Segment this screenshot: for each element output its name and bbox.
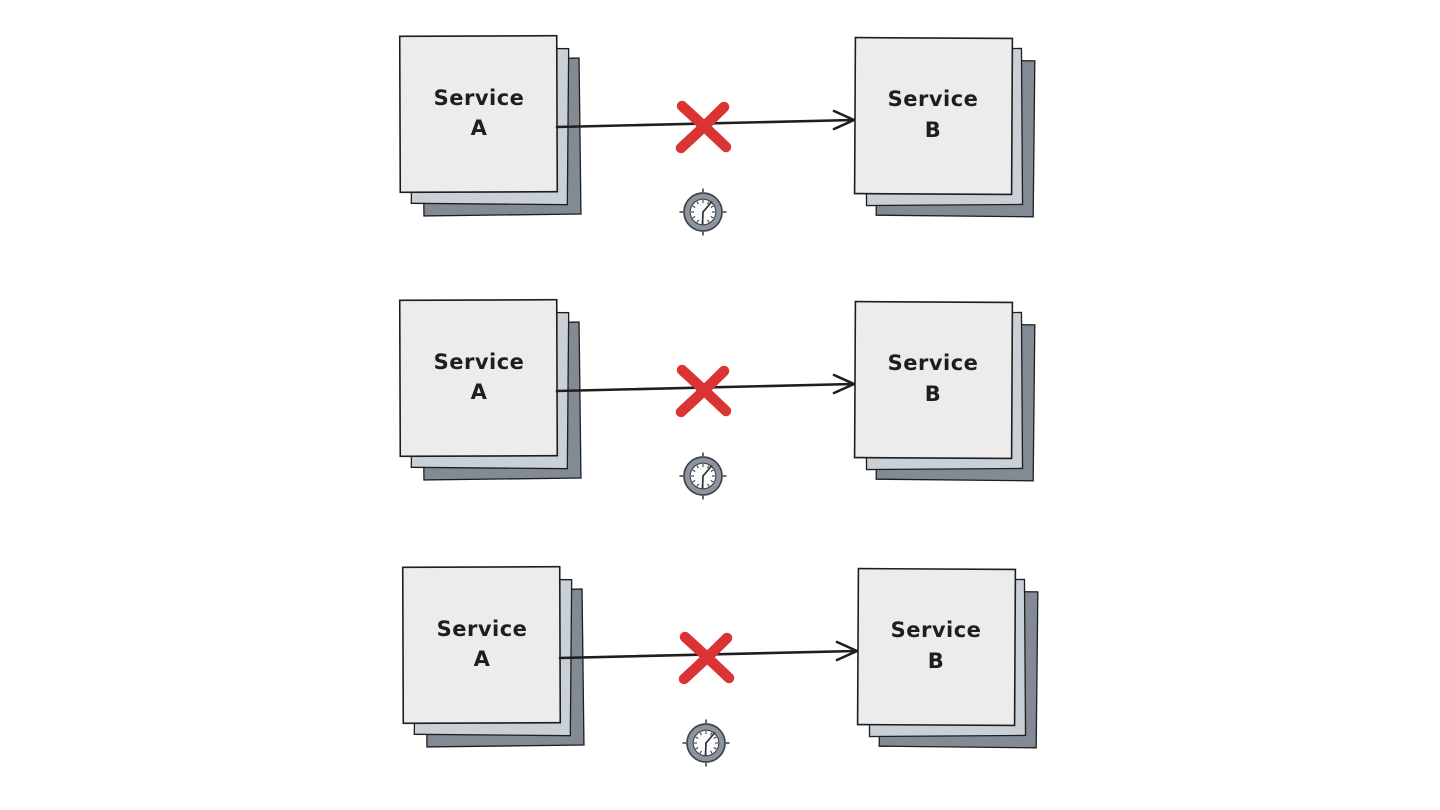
service-a-label-line1: Service [434, 86, 525, 110]
service-b-box: Service B [853, 300, 1036, 482]
service-a-box: Service A [398, 34, 582, 217]
clock-hand-minute [705, 732, 716, 744]
paper-front [398, 34, 559, 194]
service-a-label-line2: A [471, 116, 488, 140]
arrow-head [832, 109, 856, 131]
paper-front [401, 565, 562, 725]
service-a-label-line2: A [474, 647, 491, 671]
clock-hand-minute [702, 201, 713, 213]
timeout-clock-icon [682, 719, 730, 767]
timeout-clock-icon [679, 188, 727, 236]
clock-hand-hour [704, 742, 707, 756]
x-stroke-2 [678, 632, 733, 685]
clock-hand-minute [702, 465, 713, 477]
service-b-label-line2: B [925, 118, 942, 142]
flow-row-1: Service A [398, 34, 1036, 236]
x-stroke-2 [675, 101, 730, 154]
timeout-clock-icon [679, 452, 727, 500]
clock-hand-hour [701, 475, 704, 489]
failure-x-icon [675, 100, 732, 154]
service-a-box: Service A [398, 298, 582, 481]
service-b-box: Service B [853, 36, 1036, 218]
paper-front [856, 567, 1017, 727]
flow-row-3: Service A [401, 565, 1039, 767]
paper-front [853, 36, 1014, 196]
service-b-label-line1: Service [888, 351, 979, 375]
flow-row-2: Service A [398, 298, 1036, 500]
x-stroke-2 [675, 365, 730, 418]
service-b-label-line2: B [928, 649, 945, 673]
paper-front [853, 300, 1014, 460]
service-b-box: Service B [856, 567, 1039, 749]
paper-front [398, 298, 559, 458]
service-a-label-line2: A [471, 380, 488, 404]
service-a-label-line1: Service [437, 617, 528, 641]
service-a-label-line1: Service [434, 350, 525, 374]
failure-x-icon [678, 631, 735, 685]
service-b-label-line1: Service [891, 618, 982, 642]
failure-x-icon [675, 364, 732, 418]
clock-ticks [691, 464, 715, 488]
service-b-label-line1: Service [888, 87, 979, 111]
arrow-head [835, 640, 859, 662]
service-a-box: Service A [401, 565, 585, 748]
arrow-head [832, 373, 856, 395]
clock-hand-hour [701, 211, 704, 225]
service-b-label-line2: B [925, 382, 942, 406]
